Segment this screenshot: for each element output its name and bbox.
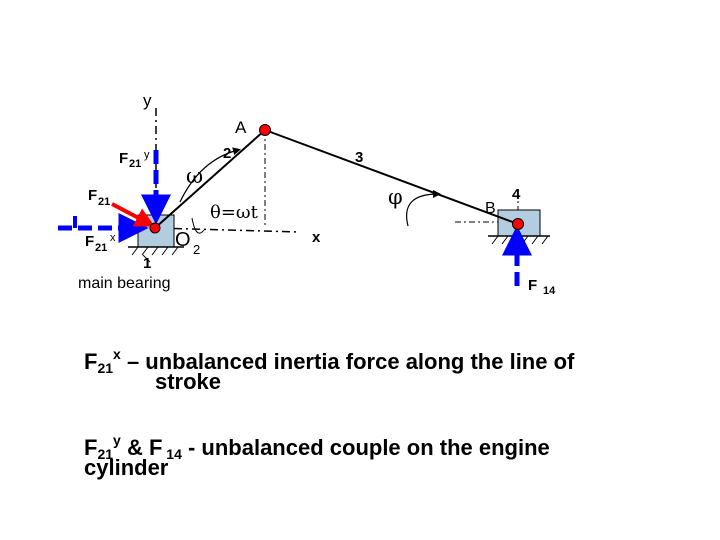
- svg-text:F: F: [528, 277, 537, 294]
- F21-resultant-arrow: [111, 202, 156, 227]
- label-F21: F 21: [88, 187, 110, 208]
- label-main-bearing: main bearing: [78, 275, 171, 292]
- joint-B: [512, 218, 524, 230]
- label-link-4: 4: [512, 186, 521, 203]
- label-F21y: F 21 y: [119, 149, 150, 170]
- label-link-2: 2: [223, 145, 231, 162]
- label-O2: O 2: [175, 229, 200, 257]
- svg-text:y: y: [144, 149, 150, 161]
- label-F21x: F 21 x: [85, 232, 116, 254]
- svg-text:x: x: [110, 232, 116, 244]
- caption-couple-cont: cylinder: [84, 455, 169, 480]
- joint-A: [259, 124, 271, 136]
- svg-text:21: 21: [129, 158, 141, 170]
- crank-link-2: [154, 129, 266, 229]
- joint-O2: [149, 222, 161, 234]
- label-B: B: [485, 200, 496, 217]
- label-F14: F 14: [528, 277, 556, 297]
- svg-text:14: 14: [543, 285, 556, 297]
- svg-text:O: O: [175, 229, 191, 251]
- svg-text:2: 2: [193, 242, 200, 257]
- svg-text:21: 21: [98, 196, 110, 208]
- svg-text:F: F: [85, 233, 94, 250]
- caption-inertia-force-cont: stroke: [155, 369, 222, 394]
- phi-arc: [406, 190, 441, 227]
- label-theta: θ=ωt: [210, 202, 259, 223]
- label-x: x: [312, 229, 321, 246]
- label-y: y: [143, 91, 152, 110]
- caption-inertia-force: F21x – unbalanced inertia force along th…: [84, 346, 575, 376]
- x-axis: [155, 227, 301, 233]
- label-phi: φ: [388, 185, 403, 209]
- label-link-3: 3: [355, 149, 363, 166]
- svg-text:F: F: [119, 150, 128, 167]
- caption-couple: F21y & F 14 - unbalanced couple on the e…: [84, 432, 550, 462]
- theta-arc: [191, 217, 205, 234]
- label-omega: ω: [186, 164, 203, 188]
- omega-arc: [179, 147, 241, 203]
- label-A: A: [235, 118, 247, 137]
- label-link-1: 1: [143, 255, 151, 272]
- connecting-rod-3: [264, 129, 519, 225]
- svg-text:21: 21: [95, 242, 107, 254]
- svg-text:F: F: [88, 187, 97, 204]
